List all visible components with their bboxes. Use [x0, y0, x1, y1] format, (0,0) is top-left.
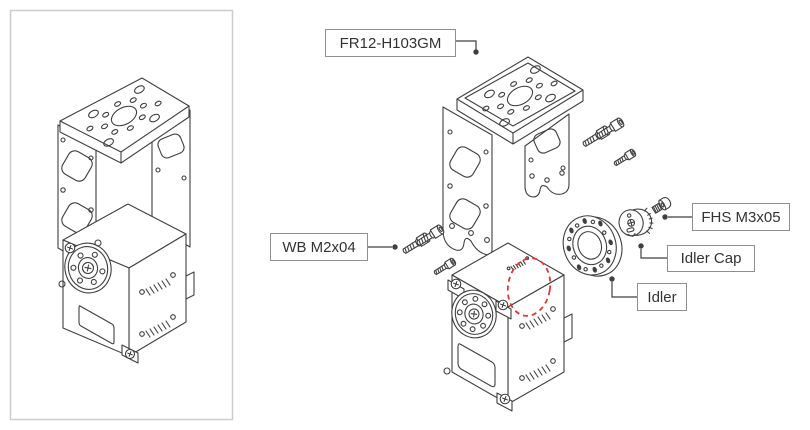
- label-idler: Idler: [637, 283, 687, 311]
- idler-drawing: [555, 207, 630, 286]
- label-fhs-bolt: FHS M3x05: [692, 203, 790, 231]
- leader-lines: [368, 40, 692, 298]
- assembled-horn: [59, 238, 116, 298]
- frame-bracket-legs: [443, 107, 569, 255]
- servo-horn: [446, 284, 503, 343]
- label-idler-cap: Idler Cap: [667, 245, 755, 272]
- exploded-view: [368, 40, 692, 411]
- frame-bracket-plate: [457, 57, 583, 144]
- label-frame: FR12-H103GM: [325, 29, 456, 57]
- idler-cap-drawing: [616, 205, 656, 241]
- assembled-view: [9, 9, 234, 421]
- servo-drawing: [444, 243, 572, 411]
- label-wb-bolt: WB M2x04: [270, 233, 368, 261]
- fhs-screw-drawing: [651, 196, 673, 215]
- assembled-bracket-plate: [60, 78, 189, 163]
- highlight-ellipse: [506, 257, 552, 317]
